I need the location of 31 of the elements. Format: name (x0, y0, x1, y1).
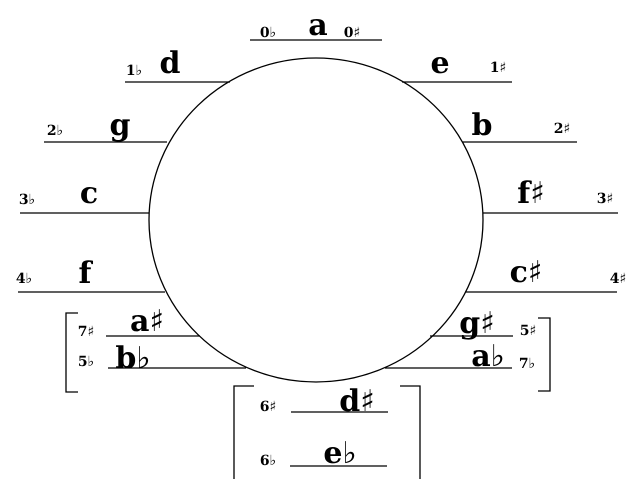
key-name: b♭ (115, 344, 151, 374)
key-name: b (472, 111, 492, 141)
accidental-count: 0♯ (344, 26, 360, 40)
key-name: c♯ (510, 258, 542, 288)
accidental-count: 6♯ (260, 400, 276, 414)
key-name: e (430, 49, 450, 79)
key-name: d♯ (339, 387, 375, 417)
accidental-count: 7♯ (78, 324, 94, 339)
key-name: g (110, 111, 130, 141)
key-name: a (308, 11, 328, 41)
accidental-count: 4♭ (16, 272, 32, 286)
key-name: a♯ (130, 307, 164, 337)
key-name: g♯ (459, 309, 495, 339)
accidental-count: 6♭ (260, 454, 276, 468)
accidental-count: 4♯ (610, 272, 626, 286)
accidental-count: 1♭ (126, 64, 142, 78)
accidental-count: 5♯ (520, 324, 536, 338)
key-name: c (80, 179, 98, 209)
accidental-count: 7♭ (518, 356, 536, 371)
accidental-count: 5♭ (78, 354, 94, 369)
key-name: e♭ (323, 439, 357, 469)
key-name: f (78, 259, 92, 289)
accidental-count: 3♯ (596, 192, 614, 206)
accidental-count: 2♭ (46, 124, 64, 138)
key-name: a♭ (471, 342, 505, 372)
accidental-count: 0♭ (260, 26, 276, 40)
accidental-count: 2♯ (554, 122, 570, 136)
key-name: f♯ (517, 179, 545, 209)
key-name: d (160, 49, 180, 79)
accidental-count: 3♭ (18, 192, 36, 207)
accidental-count: 1♯ (490, 60, 506, 75)
